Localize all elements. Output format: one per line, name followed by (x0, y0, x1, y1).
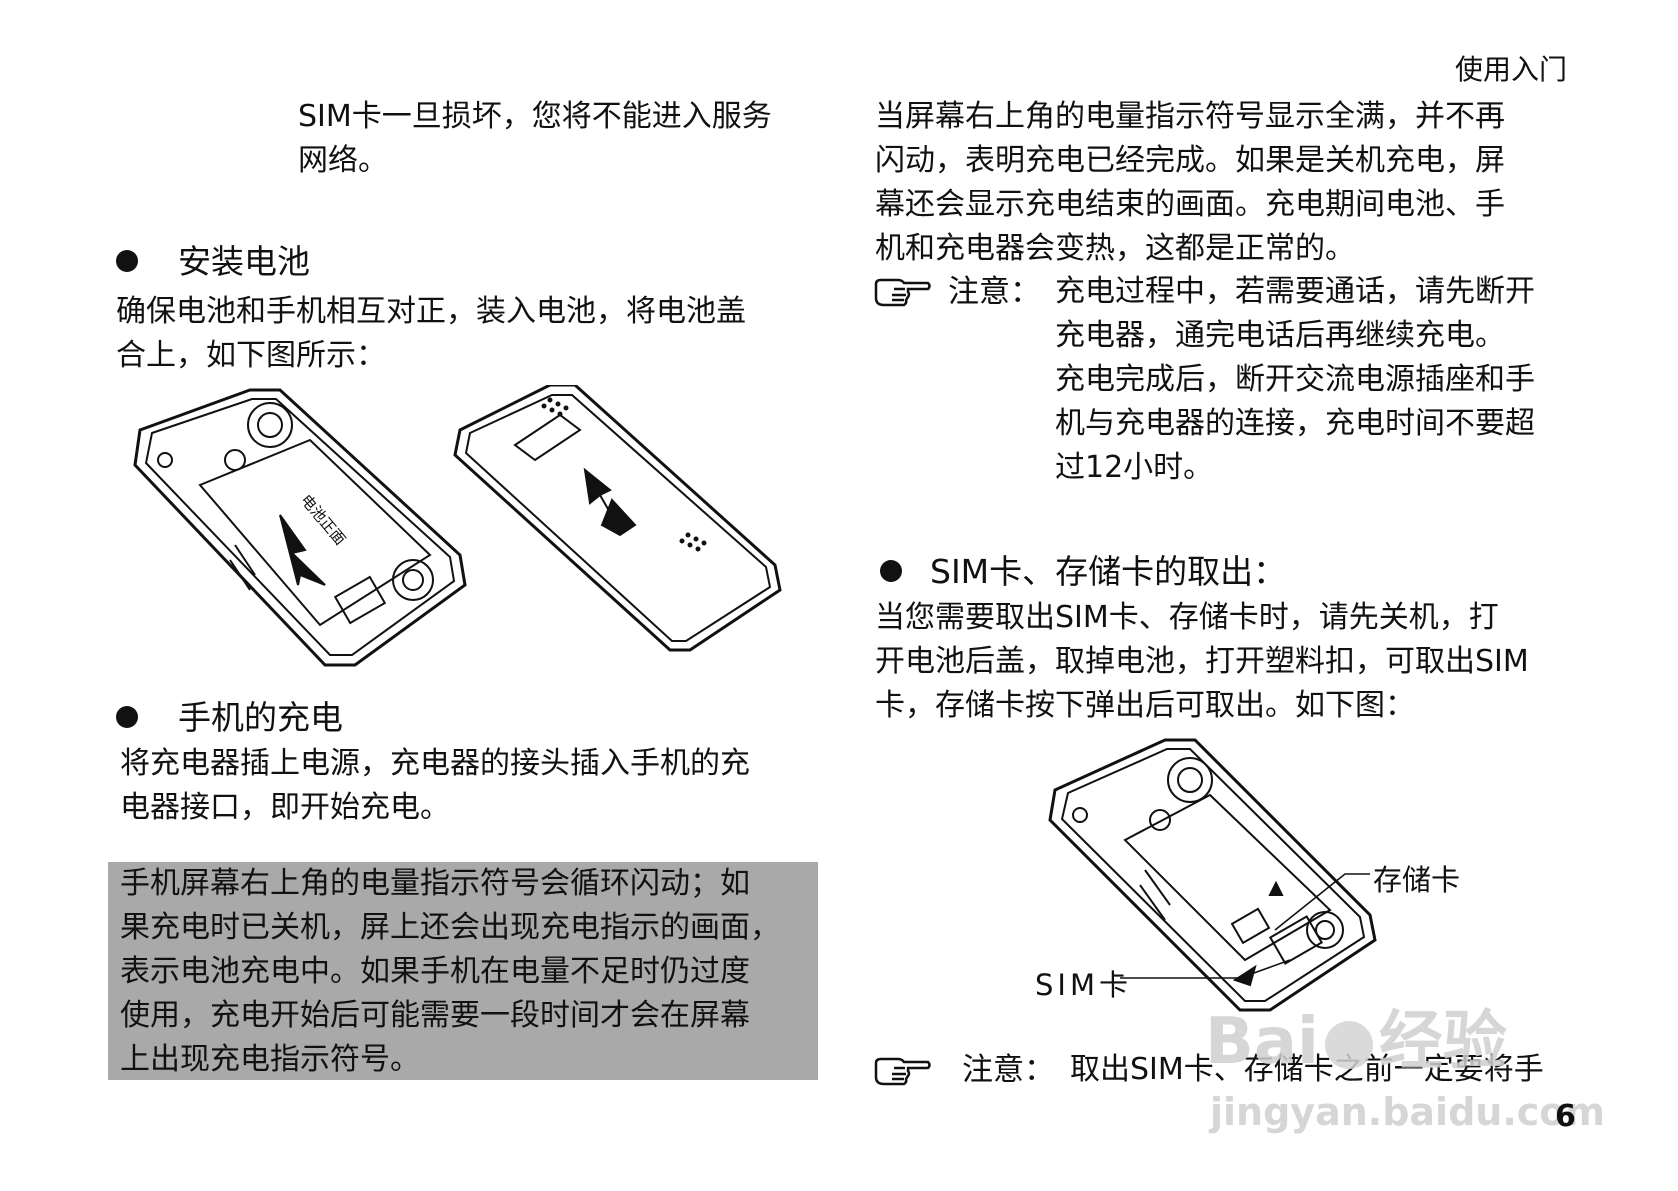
note2-text: 取出SIM卡、存储卡之前一定要将手 (1070, 1052, 1544, 1087)
text-line: 使用，充电开始后可能需要一段时间才会在屏幕 (120, 998, 750, 1033)
heading-phone-charging: 手机的充电 (178, 698, 343, 737)
text-line: 卡，存储卡按下弹出后可取出。如下图： (875, 688, 1415, 723)
label-sim-card: SIM卡 (1035, 968, 1132, 1002)
phone-open-back-illustration: 电池正面 (133, 388, 467, 667)
text-line: 果充电时已关机，屏上还会出现充电指示的画面， (120, 910, 780, 945)
note-label: 注意： (962, 1052, 1055, 1088)
text-line: 手机屏幕右上角的电量指示符号会循环闪动；如 (120, 866, 750, 901)
pointing-hand-icon (872, 276, 934, 314)
charge-complete-paragraph: 当屏幕右上角的电量指示符号显示全满，并不再 闪动，表明充电已经完成。如果是关机充… (875, 95, 1505, 271)
sim-damage-paragraph: SIM卡一旦损坏，您将不能进入服务 网络。 (298, 95, 772, 183)
text-line: 表示电池充电中。如果手机在电量不足时仍过度 (120, 954, 750, 989)
charging-paragraph: 将充电器插上电源，充电器的接头插入手机的充 电器接口，即开始充电。 (120, 742, 750, 830)
text-line: SIM卡一旦损坏，您将不能进入服务 (298, 99, 772, 134)
text-line: 充电器，通完电话后再继续充电。 (1055, 318, 1505, 353)
memory-card-slot-icon (1230, 907, 1271, 945)
callout-lines (1120, 873, 1370, 979)
watermark-brand-text: Bai (1205, 1005, 1319, 1079)
sim-removal-paragraph: 当您需要取出SIM卡、存储卡时，请先关机，打 开电池后盖，取掉电池，打开塑料扣，… (875, 596, 1529, 728)
text-line: 幕还会显示充电结束的画面。充电期间电池、手 (875, 187, 1505, 222)
text-line: 网络。 (298, 143, 388, 178)
figure-sim-removal (1040, 735, 1390, 1025)
text-line: 充电过程中，若需要通话，请先断开 (1055, 274, 1535, 309)
note1-text: 充电过程中，若需要通话，请先断开 充电器，通完电话后再继续充电。 充电完成后，断… (1055, 270, 1535, 490)
install-battery-paragraph: 确保电池和手机相互对正，装入电池，将电池盖 合上，如下图所示： (116, 290, 746, 378)
heading-sim-removal: SIM卡、存储卡的取出： (930, 552, 1287, 591)
text-line: 机和充电器会变热，这都是正常的。 (875, 231, 1355, 266)
charging-highlight-box: 手机屏幕右上角的电量指示符号会循环闪动；如 果充电时已关机，屏上还会出现充电指示… (108, 862, 818, 1080)
text-line: 当屏幕右上角的电量指示符号显示全满，并不再 (875, 99, 1505, 134)
text-line: 确保电池和手机相互对正，装入电池，将电池盖 (116, 294, 746, 329)
text-line: 电器接口，即开始充电。 (120, 790, 450, 825)
page-number: 6 (1555, 1099, 1576, 1134)
section-header: 使用入门 (1455, 53, 1568, 86)
watermark-url: jingyan.baidu.com (1210, 1090, 1605, 1134)
text-line: 将充电器插上电源，充电器的接头插入手机的充 (120, 746, 750, 781)
watermark-brand-cn: 经验 (1378, 1005, 1507, 1079)
figure-caption-battery-front: 电池正面 (297, 491, 349, 549)
text-line: 上出现充电指示符号。 (120, 1042, 420, 1077)
pointing-hand-icon (872, 1055, 934, 1093)
heading-install-battery: 安装电池 (178, 242, 310, 281)
sim-card-slot-icon (1268, 915, 1324, 965)
text-line: 过12小时。 (1055, 450, 1214, 485)
bullet-icon (116, 250, 138, 272)
text-line: 当您需要取出SIM卡、存储卡时，请先关机，打 (875, 600, 1499, 635)
text-line: 合上，如下图所示： (116, 338, 386, 373)
text-line: 开电池后盖，取掉电池，打开塑料扣，可取出SIM (875, 644, 1529, 679)
note-label: 注意： (948, 274, 1041, 310)
bullet-icon (880, 560, 902, 582)
text-line: 充电完成后，断开交流电源插座和手 (1055, 362, 1535, 397)
figure-battery-install: 电池正面 (130, 385, 810, 690)
label-memory-card: 存储卡 (1373, 863, 1461, 897)
text-line: 闪动，表明充电已经完成。如果是关机充电，屏 (875, 143, 1505, 178)
watermark-brand: Bai 经验 (1205, 990, 1507, 1082)
text-line: 机与充电器的连接，充电时间不要超 (1055, 406, 1535, 441)
bullet-icon (116, 706, 138, 728)
paw-icon (1324, 1021, 1373, 1070)
phone-back-cover-illustration (453, 385, 782, 652)
